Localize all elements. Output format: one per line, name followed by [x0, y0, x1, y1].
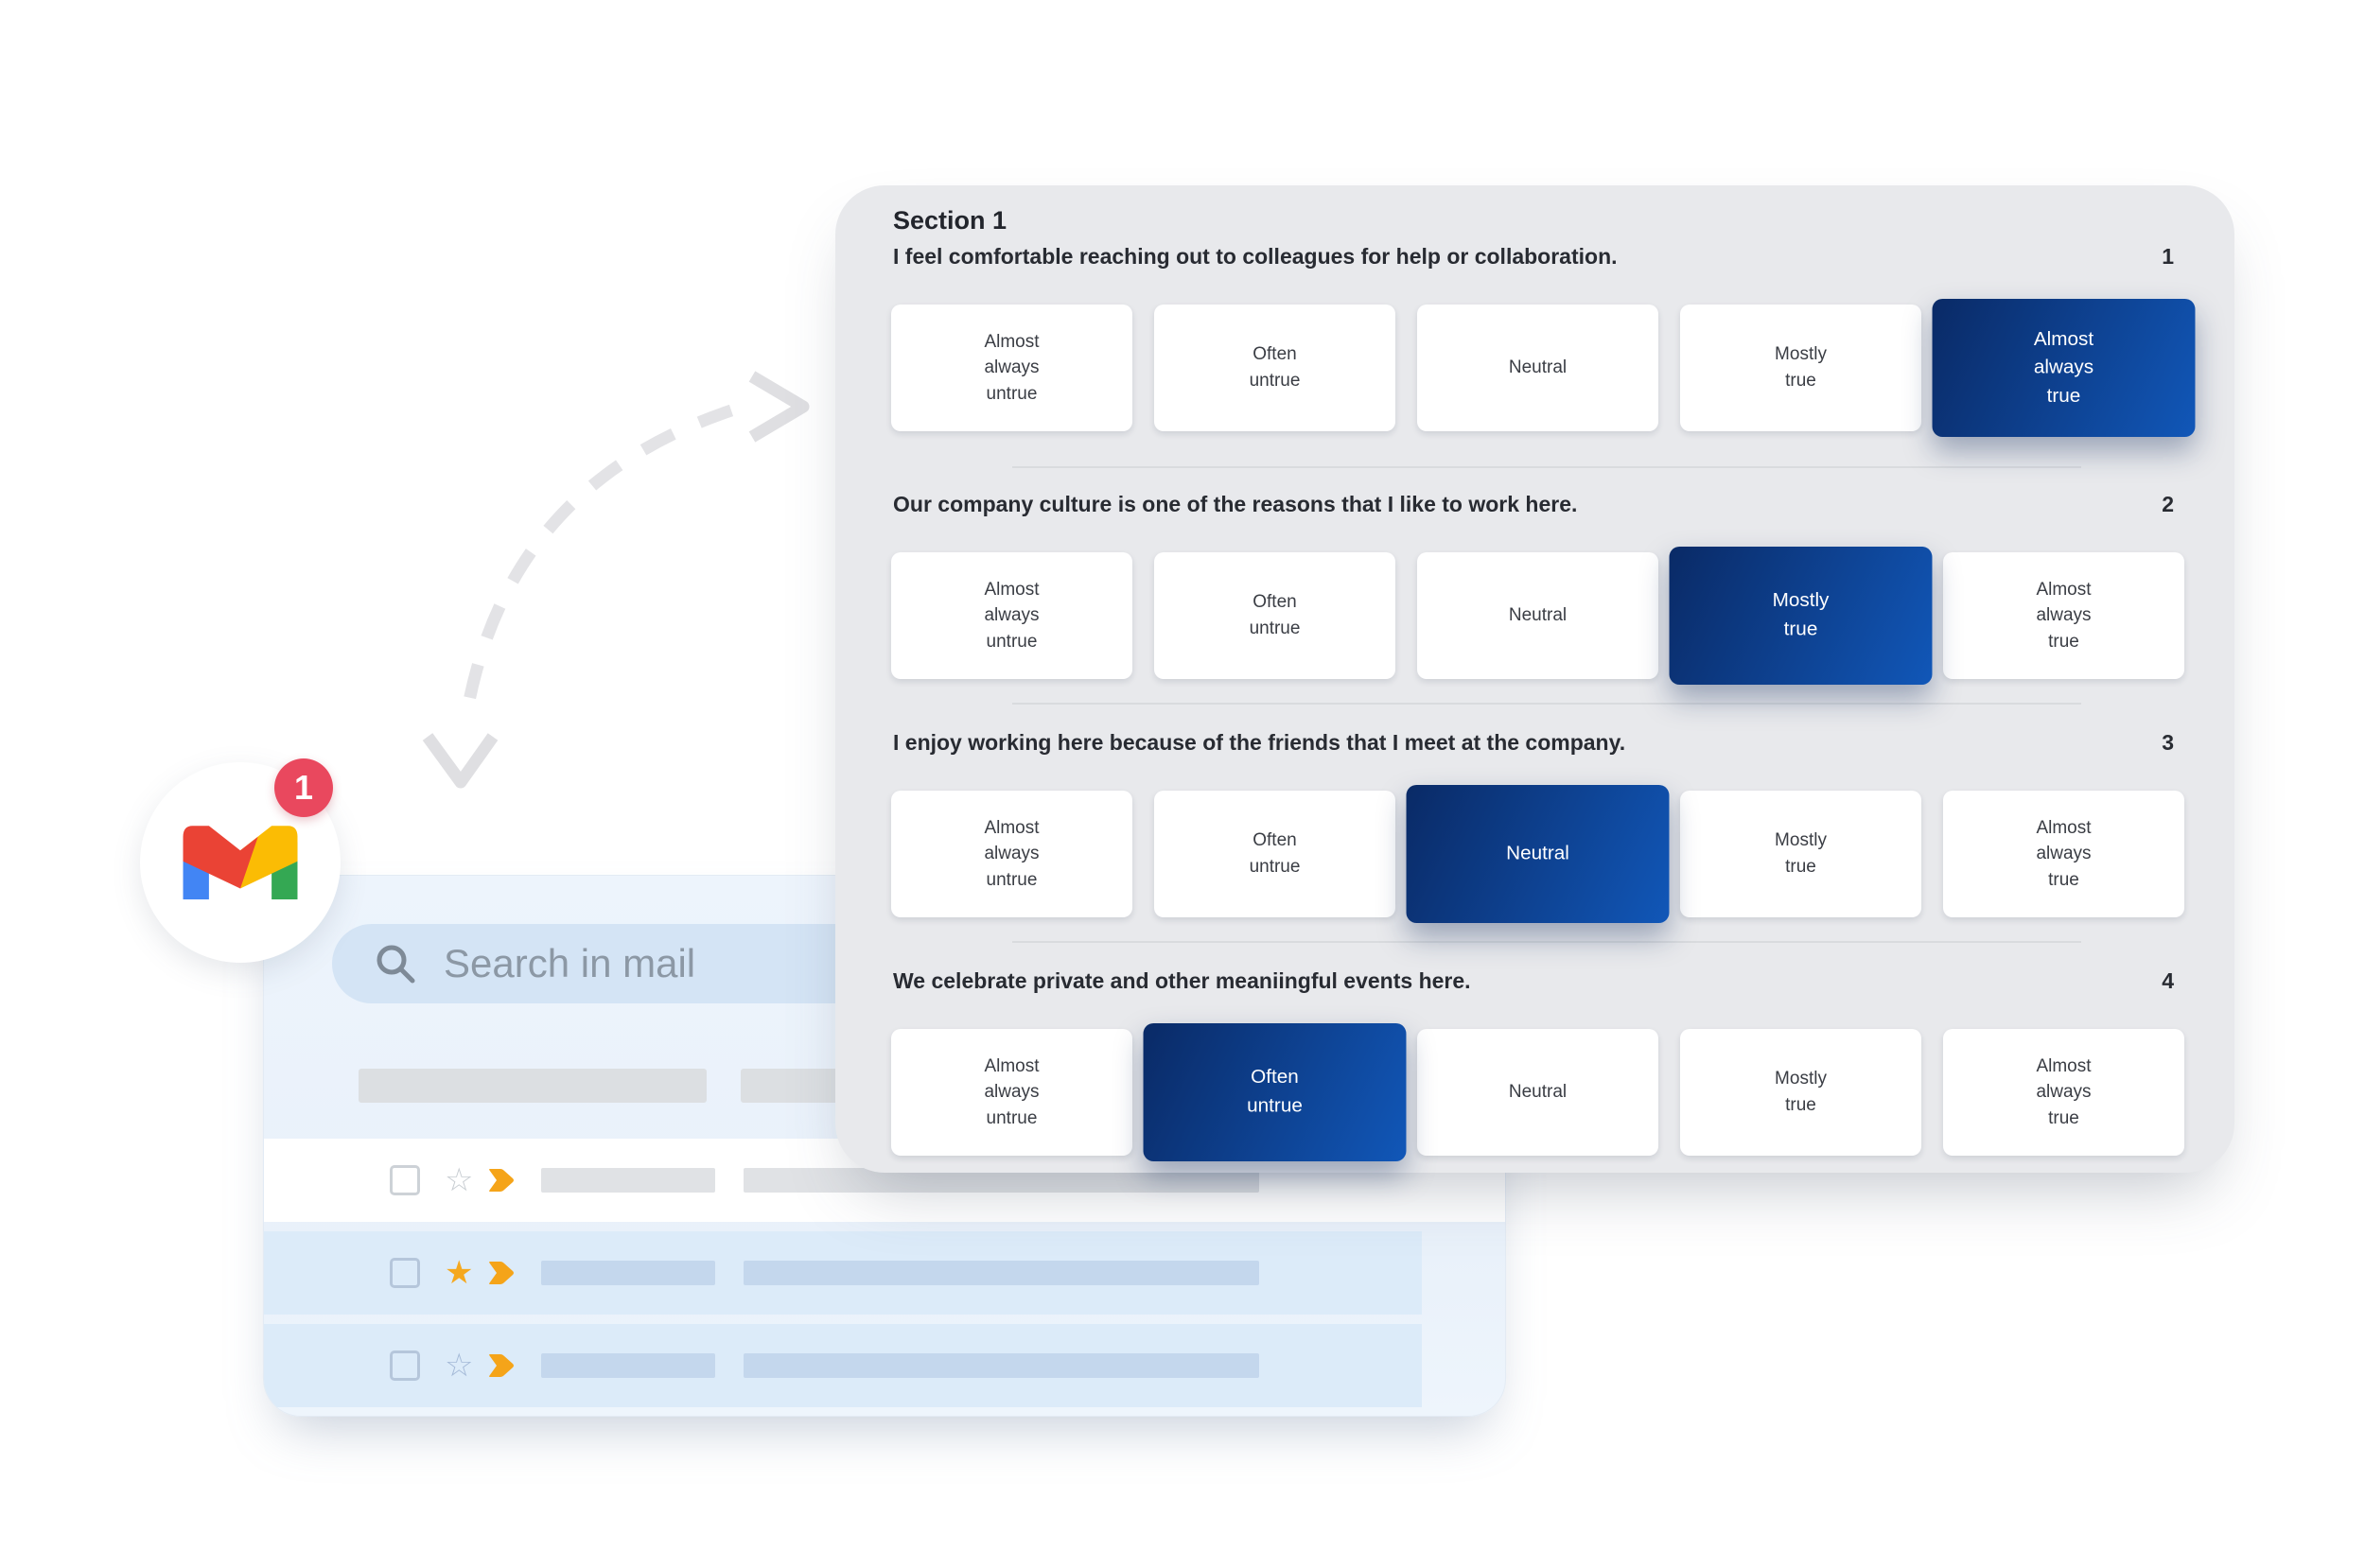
importance-marker-icon[interactable] [488, 1261, 517, 1285]
notification-badge: 1 [274, 758, 333, 817]
divider [1012, 466, 2081, 468]
question-number: 3 [2162, 730, 2174, 755]
search-input[interactable]: Search in mail [332, 924, 881, 1003]
option-button[interactable]: Mostly true [1669, 546, 1933, 686]
email-checkbox[interactable] [390, 1350, 420, 1381]
survey-panel: Section 1 I feel comfortable reaching ou… [835, 185, 2234, 1173]
email-subject-placeholder [744, 1261, 1260, 1285]
email-row[interactable]: ★ [264, 1231, 1422, 1315]
option-button[interactable]: Almost always true [1943, 552, 2184, 679]
question-number: 4 [2162, 968, 2174, 993]
star-icon[interactable]: ☆ [445, 1161, 474, 1199]
section-title: Section 1 [893, 206, 1007, 235]
option-button[interactable]: Often untrue [1154, 305, 1395, 431]
star-icon[interactable]: ☆ [445, 1347, 474, 1385]
gmail-logo: 1 [140, 758, 341, 963]
survey-question: I enjoy working here because of the frie… [835, 730, 2234, 929]
option-button[interactable]: Mostly true [1680, 791, 1921, 917]
list-header-placeholder [359, 1069, 707, 1103]
email-subject-placeholder [744, 1353, 1260, 1378]
email-row[interactable]: ☆ [264, 1139, 1505, 1222]
email-checkbox[interactable] [390, 1258, 420, 1288]
search-icon [377, 945, 415, 984]
gmail-m-icon [183, 826, 298, 900]
option-button[interactable]: Neutral [1417, 305, 1658, 431]
option-button[interactable]: Neutral [1406, 784, 1670, 924]
option-button[interactable]: Mostly true [1680, 1029, 1921, 1156]
email-row[interactable]: ☆ [264, 1324, 1422, 1407]
importance-marker-icon[interactable] [488, 1168, 517, 1193]
option-button[interactable]: Almost always true [1943, 1029, 2184, 1156]
option-button[interactable]: Often untrue [1154, 552, 1395, 679]
option-button[interactable]: Often untrue [1143, 1022, 1407, 1162]
option-button[interactable]: Almost always true [1943, 791, 2184, 917]
email-sender-placeholder [541, 1168, 716, 1193]
question-text: I enjoy working here because of the frie… [893, 730, 1626, 755]
search-placeholder: Search in mail [444, 941, 696, 985]
survey-question: I feel comfortable reaching out to colle… [835, 244, 2234, 443]
option-button[interactable]: Almost always untrue [891, 1029, 1132, 1156]
survey-question: Our company culture is one of the reason… [835, 492, 2234, 690]
option-button[interactable]: Often untrue [1154, 791, 1395, 917]
importance-marker-icon[interactable] [488, 1353, 517, 1378]
option-button[interactable]: Almost always untrue [891, 305, 1132, 431]
option-button[interactable]: Neutral [1417, 552, 1658, 679]
option-button[interactable]: Neutral [1417, 1029, 1658, 1156]
divider [1012, 941, 2081, 943]
option-button[interactable]: Almost always untrue [891, 791, 1132, 917]
option-button[interactable]: Almost always untrue [891, 552, 1132, 679]
email-sender-placeholder [541, 1353, 716, 1378]
question-number: 2 [2162, 492, 2174, 516]
email-checkbox[interactable] [390, 1165, 420, 1195]
question-text: We celebrate private and other meaniingf… [893, 968, 1471, 993]
question-text: I feel comfortable reaching out to colle… [893, 244, 1618, 269]
question-text: Our company culture is one of the reason… [893, 492, 1578, 516]
star-icon[interactable]: ★ [445, 1254, 474, 1292]
survey-question: We celebrate private and other meaniingf… [835, 968, 2234, 1167]
dashed-arrow-icon [422, 371, 810, 789]
option-button[interactable]: Mostly true [1680, 305, 1921, 431]
option-button[interactable]: Almost always true [1932, 298, 2196, 438]
email-sender-placeholder [541, 1261, 716, 1285]
divider [1012, 703, 2081, 705]
question-number: 1 [2162, 244, 2174, 269]
